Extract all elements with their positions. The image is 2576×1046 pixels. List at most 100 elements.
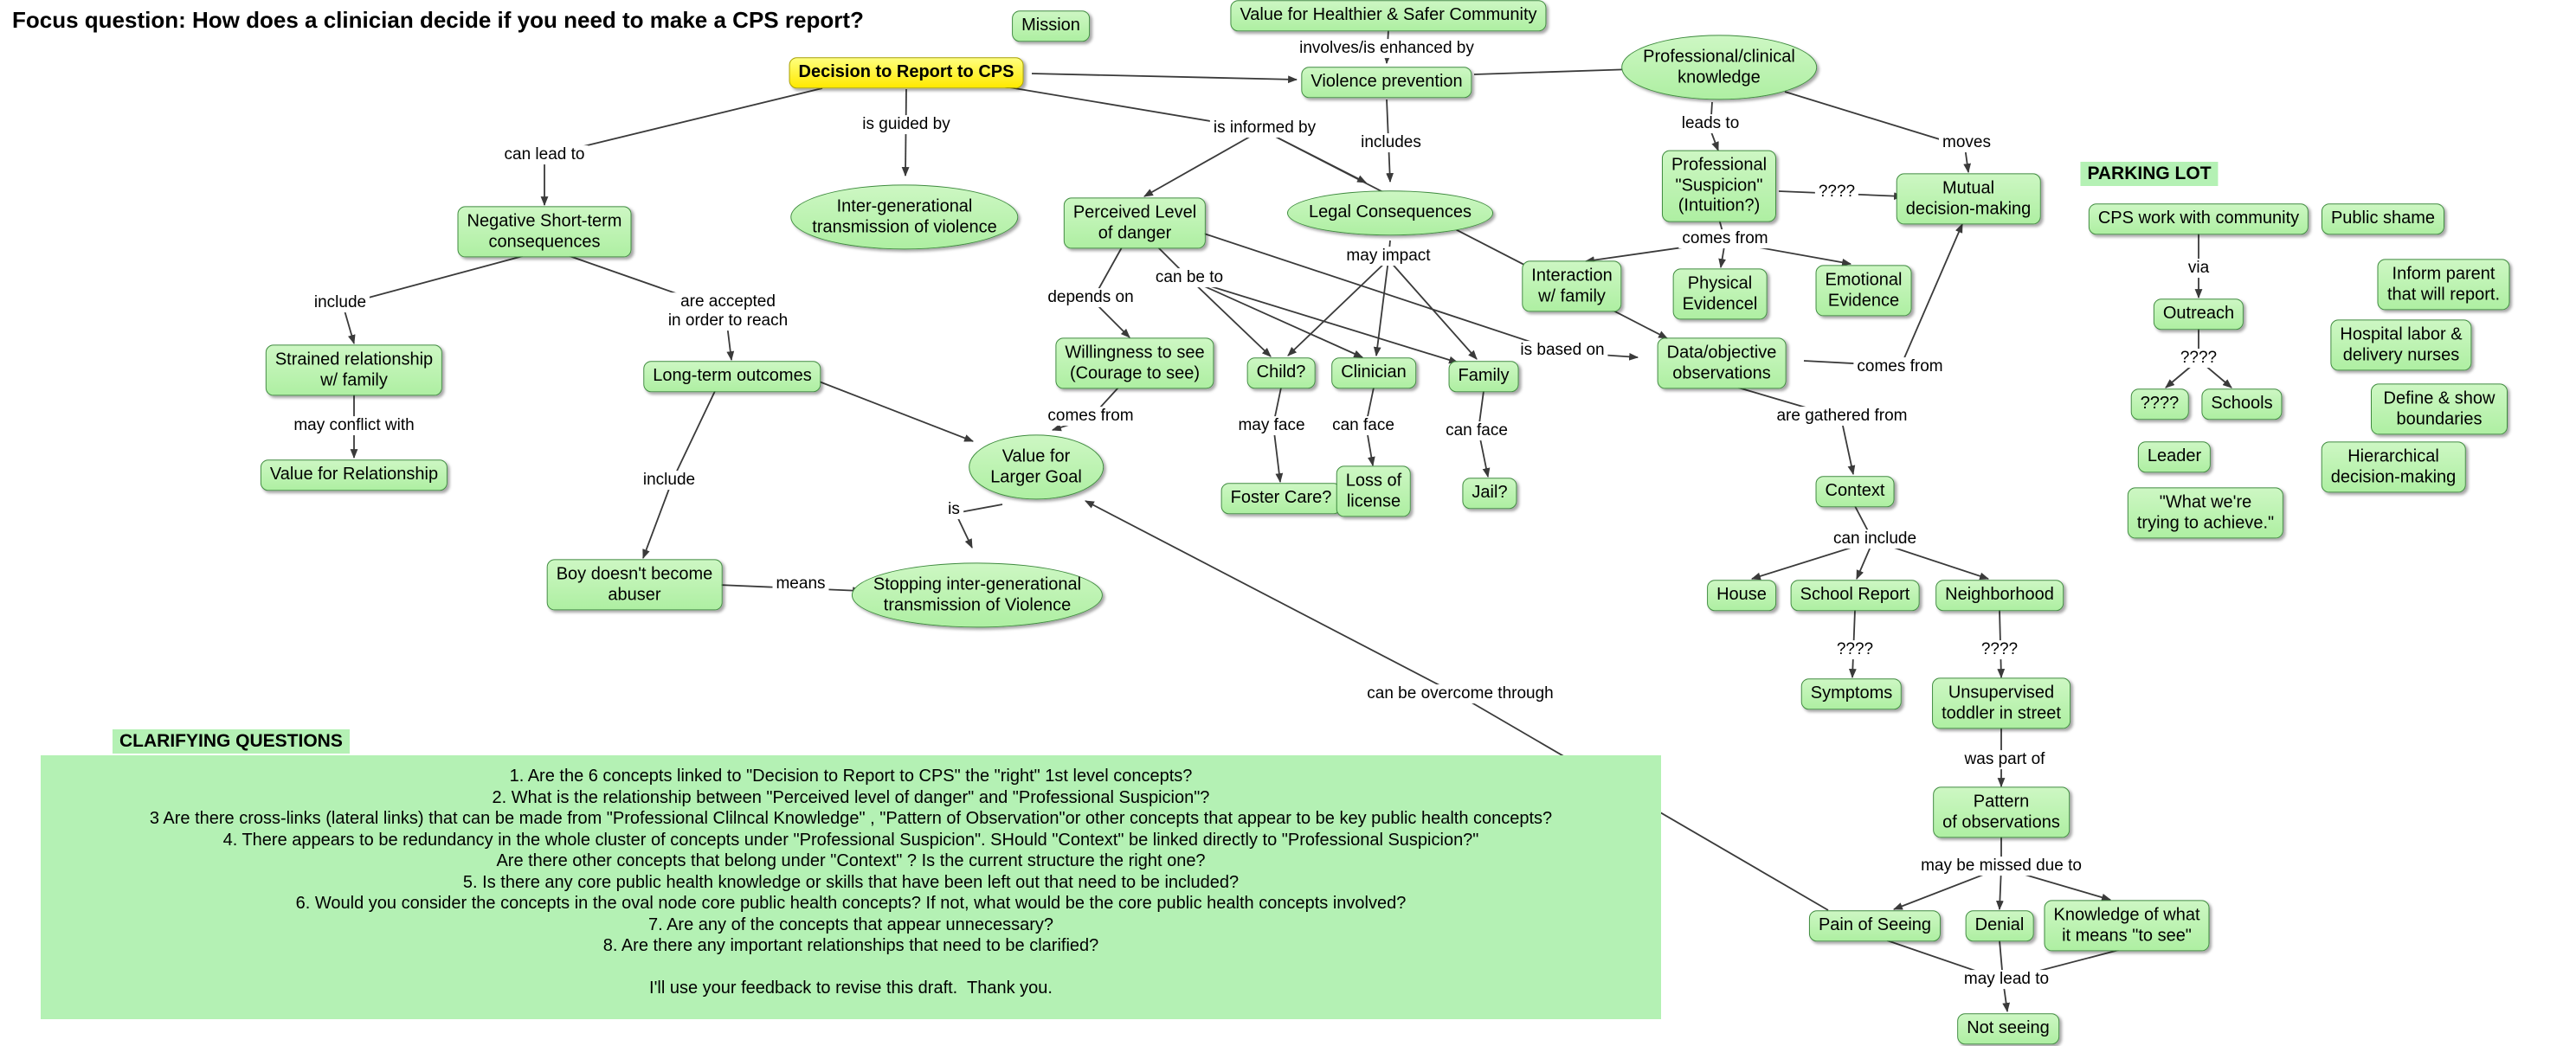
node-foster-care[interactable]: Foster Care? — [1220, 483, 1342, 514]
parking-lot-heading: PARKING LOT — [2080, 162, 2219, 186]
node-unsupervised-toddler[interactable]: Unsupervised toddler in street — [1932, 677, 2070, 729]
node-symptoms[interactable]: Symptoms — [1800, 678, 1903, 709]
edge-label-may-conflict-with[interactable]: may conflict with — [290, 416, 418, 435]
clarifying-question: 8. Are there any important relationships… — [602, 936, 1099, 955]
node-boy-doesnt-become-abuser[interactable]: Boy doesn't become abuser — [546, 559, 723, 611]
edge-line — [1190, 279, 1459, 364]
edge-line — [1190, 279, 1364, 358]
node-knowledge-of-what-it-means-to-see[interactable]: Knowledge of what it means "to see" — [2044, 900, 2210, 952]
node-not-seeing[interactable]: Not seeing — [1957, 1013, 2059, 1044]
node-jail[interactable]: Jail? — [1462, 478, 1517, 509]
edge-label-moves[interactable]: moves — [1939, 133, 1994, 152]
node-professional-suspicion[interactable]: Professional "Suspicion" (Intuition?) — [1661, 150, 1777, 222]
node-hospital-labor-delivery-nurses[interactable]: Hospital labor & delivery nurses — [2330, 319, 2472, 371]
clarifying-question: 7. Are any of the concepts that appear u… — [647, 914, 1054, 934]
edge-label-involves-is-enhanced-by[interactable]: involves/is enhanced by — [1296, 39, 1478, 58]
node-mission[interactable]: Mission — [1012, 10, 1090, 42]
node-define-show-boundaries[interactable]: Define & show boundaries — [2371, 383, 2508, 435]
node-inform-parent[interactable]: Inform parent that will report. — [2377, 259, 2510, 311]
edge-label-question-neighborhood[interactable]: ???? — [1977, 640, 2022, 659]
edge-label-question-outreach[interactable]: ???? — [2176, 349, 2221, 368]
edge-label-means[interactable]: means — [772, 574, 829, 594]
edge-label-may-impact[interactable]: may impact — [1343, 247, 1434, 266]
node-value-for-larger-goal[interactable]: Value for Larger Goal — [969, 434, 1104, 500]
edge-line — [1143, 129, 1263, 197]
node-cps-work-with-community[interactable]: CPS work with community — [2088, 203, 2309, 234]
edge-label-via[interactable]: via — [2184, 259, 2213, 278]
node-perceived-level-of-danger[interactable]: Perceived Level of danger — [1063, 197, 1207, 249]
edge-label-can-face-family[interactable]: can face — [1442, 421, 1511, 440]
node-strained-relationship[interactable]: Strained relationship w/ family — [265, 344, 443, 396]
edge-label-is-based-on[interactable]: is based on — [1517, 341, 1608, 360]
node-value-healthier-safer-community[interactable]: Value for Healthier & Safer Community — [1230, 0, 1547, 31]
edge-label-are-accepted-in-order-to-reach[interactable]: are accepted in order to reach — [664, 292, 792, 330]
node-value-for-relationship[interactable]: Value for Relationship — [260, 459, 448, 491]
edge-line — [1287, 259, 1389, 356]
clarifying-question: 6. Would you consider the concepts in th… — [295, 894, 1407, 913]
edge-label-can-be-overcome-through[interactable]: can be overcome through — [1363, 684, 1557, 703]
edge-label-comes-from-suspicion[interactable]: comes from — [1678, 229, 1772, 248]
edge-label-can-be-to[interactable]: can be to — [1151, 268, 1227, 287]
node-school-report[interactable]: School Report — [1790, 580, 1920, 611]
edge-label-comes-from-willingness[interactable]: comes from — [1044, 407, 1137, 426]
edge-label-depends-on[interactable]: depends on — [1044, 288, 1137, 307]
edge-label-may-be-missed-due-to[interactable]: may be missed due to — [1917, 857, 2085, 876]
node-mutual-decision-making[interactable]: Mutual decision-making — [1896, 173, 2041, 225]
node-what-were-trying-to-achieve[interactable]: "What we're trying to achieve." — [2127, 487, 2284, 539]
edge-label-is[interactable]: is — [944, 500, 963, 519]
node-hierarchical-decision-making[interactable]: Hierarchical decision-making — [2321, 441, 2466, 493]
edge-label-include-neg[interactable]: include — [310, 293, 370, 312]
node-professional-clinical-knowledge[interactable]: Professional/clinical knowledge — [1621, 35, 1817, 100]
node-parking-unknown[interactable]: ???? — [2130, 388, 2189, 420]
node-long-term-outcomes[interactable]: Long-term outcomes — [643, 361, 821, 392]
edge-label-is-guided-by[interactable]: is guided by — [859, 115, 954, 134]
edge-label-is-informed-by[interactable]: is informed by — [1209, 119, 1320, 138]
edge-label-may-lead-to[interactable]: may lead to — [1960, 970, 2053, 989]
edge-line — [1473, 65, 1634, 75]
node-outreach[interactable]: Outreach — [2153, 298, 2244, 330]
node-context[interactable]: Context — [1815, 476, 1895, 507]
node-pattern-of-observations[interactable]: Pattern of observations — [1933, 786, 2070, 838]
node-willingness-to-see[interactable]: Willingness to see (Courage to see) — [1055, 337, 1214, 389]
node-clinician[interactable]: Clinician — [1331, 357, 1416, 388]
node-loss-of-license[interactable]: Loss of license — [1336, 465, 1412, 517]
node-negative-short-term-consequences[interactable]: Negative Short-term consequences — [457, 206, 632, 258]
edge-label-can-include[interactable]: can include — [1829, 529, 1921, 549]
node-interaction-w-family[interactable]: Interaction w/ family — [1522, 260, 1622, 312]
clarifying-question: 5. Is there any core public health knowl… — [462, 872, 1240, 892]
edge-label-was-part-of[interactable]: was part of — [1961, 750, 2049, 769]
edge-label-can-lead-to[interactable]: can lead to — [500, 145, 589, 164]
node-schools[interactable]: Schools — [2201, 388, 2283, 420]
node-neighborhood[interactable]: Neighborhood — [1935, 580, 2064, 611]
node-child[interactable]: Child? — [1246, 357, 1316, 388]
node-stopping-intergenerational-transmission[interactable]: Stopping inter-generational transmission… — [851, 562, 1104, 628]
edge-label-can-face-clinician[interactable]: can face — [1329, 416, 1398, 435]
node-violence-prevention[interactable]: Violence prevention — [1301, 67, 1472, 98]
node-denial[interactable]: Denial — [1965, 910, 2034, 941]
node-data-objective-observations[interactable]: Data/objective observations — [1657, 337, 1787, 389]
edge-label-may-face[interactable]: may face — [1234, 416, 1309, 435]
edge-label-are-gathered-from[interactable]: are gathered from — [1773, 407, 1911, 426]
edge-label-comes-from-data[interactable]: comes from — [1853, 357, 1947, 376]
node-leader[interactable]: Leader — [2137, 441, 2212, 472]
node-physical-evidence[interactable]: Physical Evidencel — [1672, 268, 1768, 320]
node-decision-to-report-to-cps[interactable]: Decision to Report to CPS — [789, 57, 1024, 88]
edge-label-include-long-term[interactable]: include — [639, 471, 699, 490]
node-family[interactable]: Family — [1448, 361, 1519, 392]
focus-question-title: Focus question: How does a clinician dec… — [12, 7, 864, 33]
edge-line — [809, 377, 975, 442]
node-pain-of-seeing[interactable]: Pain of Seeing — [1808, 910, 1942, 941]
node-public-shame[interactable]: Public shame — [2321, 203, 2445, 234]
node-emotional-evidence[interactable]: Emotional Evidence — [1815, 265, 1912, 317]
edge-label-question-school-report[interactable]: ???? — [1832, 640, 1877, 659]
edge-line — [1031, 73, 1298, 84]
edge-label-question-suspicion-mutual[interactable]: ???? — [1814, 183, 1859, 202]
edge-label-includes[interactable]: includes — [1357, 133, 1425, 152]
edge-label-leads-to[interactable]: leads to — [1678, 114, 1743, 133]
edge-line — [341, 255, 524, 345]
node-house[interactable]: House — [1707, 580, 1776, 611]
clarifying-question: 3 Are there cross-links (lateral links) … — [149, 809, 1553, 828]
node-intergenerational-transmission[interactable]: Inter-generational transmission of viole… — [790, 184, 1019, 250]
edge-line — [1784, 91, 1972, 174]
node-legal-consequences[interactable]: Legal Consequences — [1287, 190, 1493, 235]
